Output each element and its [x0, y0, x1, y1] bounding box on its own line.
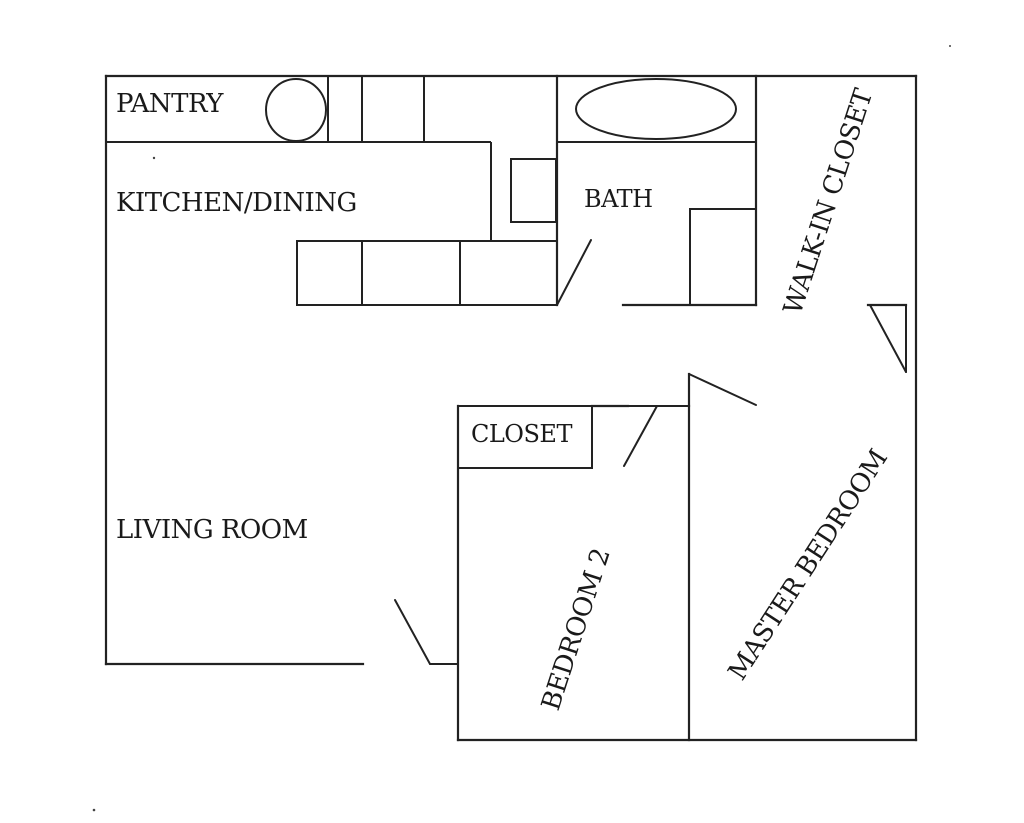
- label-walk-in-closet: WALK-IN CLOSET: [778, 85, 879, 319]
- bath-area: [555, 74, 758, 307]
- scan-speck: [152, 156, 156, 160]
- label-bath: BATH: [584, 185, 653, 213]
- front-door: [394, 599, 431, 665]
- label-master-bedroom: MASTER BEDROOM: [723, 445, 894, 686]
- master-bedroom-door: [688, 373, 757, 406]
- round-sink-icon: [265, 78, 327, 142]
- closet-area: [457, 405, 593, 469]
- vanity: [689, 208, 757, 306]
- doors: [394, 373, 757, 665]
- scan-speck: [92, 808, 96, 812]
- lower-cabinets: [296, 240, 558, 306]
- label-living-room: LIVING ROOM: [116, 515, 308, 545]
- walk-in-closet-door: [869, 304, 907, 373]
- label-bedroom-2: BEDROOM 2: [536, 545, 616, 714]
- scan-speck: [949, 45, 951, 47]
- label-kitchen-dining: KITCHEN/DINING: [116, 188, 357, 218]
- bedroom2-door-swing: [623, 405, 658, 467]
- bath-door: [556, 239, 592, 306]
- closet-box: [457, 405, 593, 469]
- bathtub-icon: [575, 78, 737, 140]
- small-cabinet: [510, 158, 557, 223]
- label-closet: CLOSET: [471, 420, 572, 448]
- label-pantry: PANTRY: [116, 89, 224, 119]
- walk-in-closet-area: [866, 303, 908, 373]
